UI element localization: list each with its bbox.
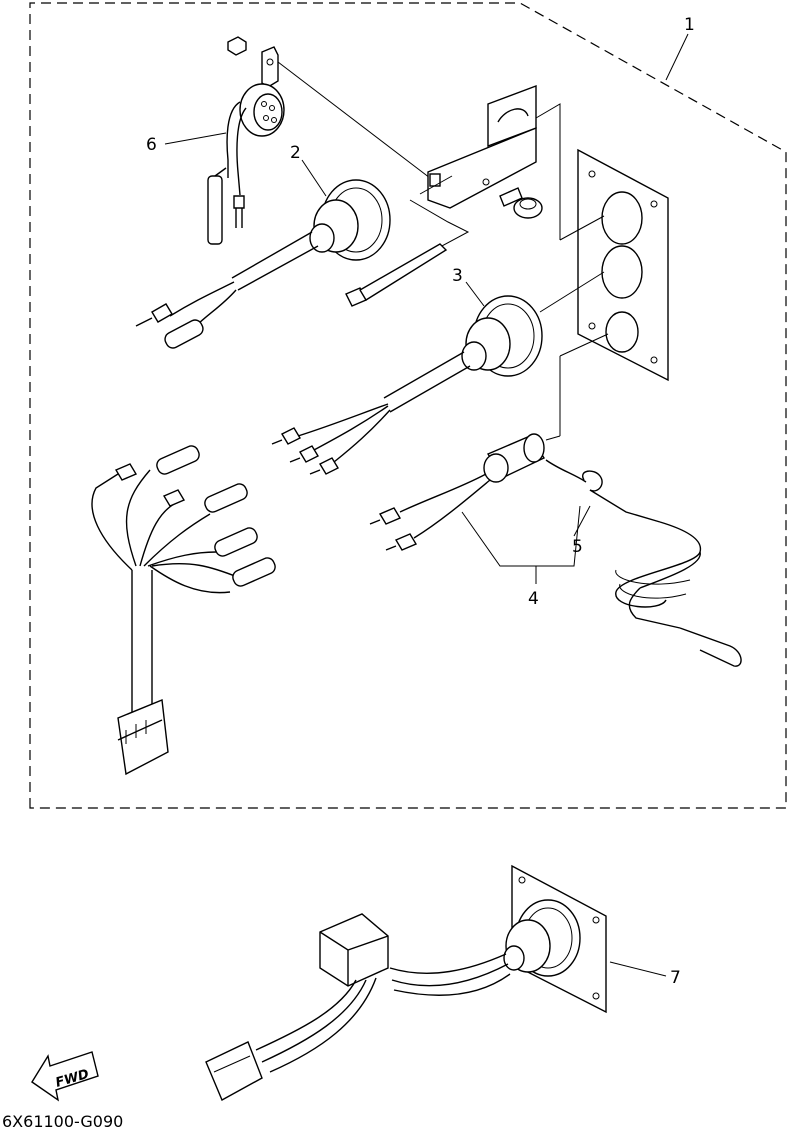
kit-boundary-dashed <box>29 2 787 809</box>
part-2-main-switch <box>135 179 391 349</box>
callout-3: 3 <box>452 266 463 286</box>
cable-tie <box>345 243 448 307</box>
callout-2: 2 <box>290 143 301 163</box>
wire-harness <box>91 445 276 776</box>
drawing-code: 6X61100-G090 <box>2 1112 123 1131</box>
mount-bracket <box>427 84 537 209</box>
part-7-switch-panel <box>205 864 607 1101</box>
callout-5: 5 <box>572 537 583 557</box>
bracket-bolt <box>499 187 543 219</box>
part-4-sensor-switch <box>369 433 546 551</box>
mounting-plate <box>577 148 669 382</box>
fwd-arrow-icon: FWD <box>31 1051 99 1102</box>
callout-4: 4 <box>528 589 539 609</box>
part-3-switch <box>271 295 543 475</box>
callout-7: 7 <box>670 968 681 988</box>
part-5-lanyard <box>545 459 742 667</box>
callout-1: 1 <box>684 15 695 35</box>
callout-6: 6 <box>146 135 157 155</box>
part-6-emergency-switch <box>207 36 285 245</box>
